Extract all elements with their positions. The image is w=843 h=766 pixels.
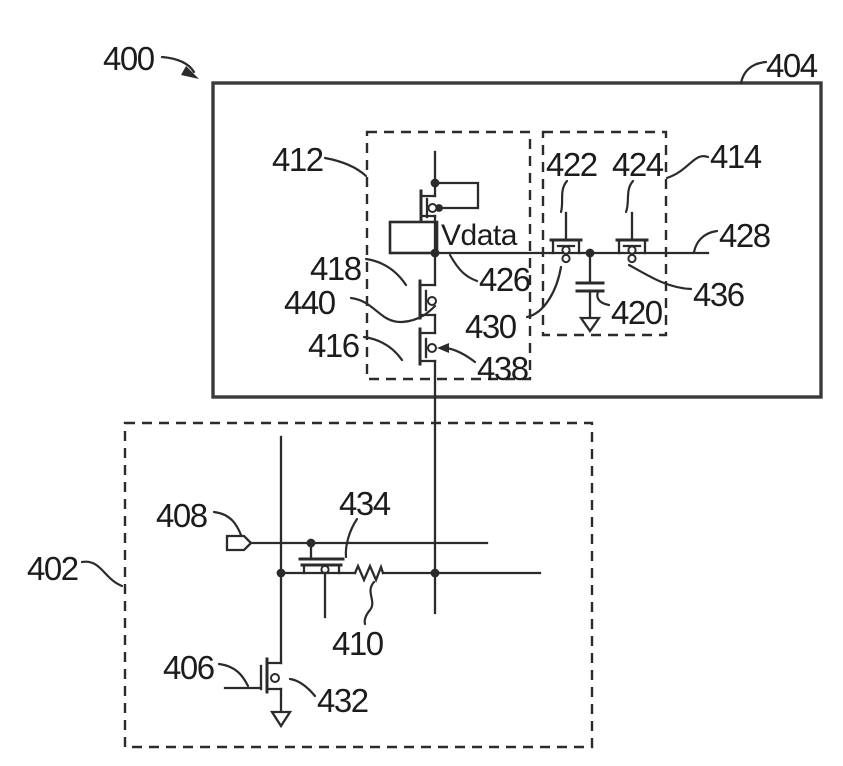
ref-label-400: 400 <box>103 40 155 77</box>
ref-label-434: 434 <box>339 485 391 522</box>
vdata-label: Vdata <box>441 219 518 252</box>
leader-412 <box>323 156 368 178</box>
leader-440 <box>349 296 437 324</box>
ref-label-428: 428 <box>719 217 770 254</box>
leader-414 <box>665 155 710 180</box>
leader-438 <box>444 346 477 364</box>
ref-label-402: 402 <box>27 550 78 587</box>
t422-gate-bubble-lower <box>561 253 571 264</box>
arrowhead-438 <box>437 343 449 353</box>
ref-label-414: 414 <box>710 138 762 175</box>
dashed-box-414 <box>541 130 668 337</box>
ref-label-420: 420 <box>611 294 663 331</box>
leader-436 <box>627 263 693 291</box>
t1-gate-bubble <box>427 203 438 213</box>
vdata-source-box <box>388 220 439 255</box>
wire-gate-loop <box>433 181 480 210</box>
ref-label-422: 422 <box>546 146 597 183</box>
arrowhead-400 <box>181 66 199 79</box>
driver-block-box-404 <box>211 81 823 399</box>
leader-410 <box>363 580 376 626</box>
leader-422 <box>559 179 569 214</box>
leader-404 <box>739 60 768 85</box>
ref-label-440: 440 <box>284 284 336 321</box>
leader-408 <box>212 510 243 537</box>
leader-430 <box>525 265 563 319</box>
leader-406 <box>217 662 250 688</box>
leader-400 <box>160 55 196 74</box>
leader-424 <box>624 179 635 214</box>
t422-gate-bubble-upper <box>561 245 571 255</box>
leader-432 <box>288 677 317 698</box>
leader-428 <box>692 229 719 254</box>
ground-symbol-cap <box>578 316 602 334</box>
junction-dot-node-left <box>276 568 286 578</box>
ref-label-426: 426 <box>479 261 530 298</box>
t424-gate-bubble-upper <box>627 245 637 255</box>
t406-backgate-bubble <box>270 673 280 683</box>
ref-label-412: 412 <box>272 141 323 178</box>
leader-418 <box>364 257 408 287</box>
t416-gate-bubble <box>427 343 437 353</box>
dashed-box-402-pixel <box>123 421 594 749</box>
ref-label-410: 410 <box>332 625 384 662</box>
ref-label-424: 424 <box>612 146 664 183</box>
t418-gate-bubble <box>427 296 437 306</box>
resistor-410-zigzag <box>353 563 385 584</box>
leader-434 <box>344 517 359 559</box>
ref-label-432: 432 <box>317 682 368 719</box>
ref-label-438: 438 <box>477 350 528 387</box>
leader-416 <box>362 335 404 362</box>
ref-label-404: 404 <box>766 47 818 84</box>
ref-label-406: 406 <box>163 649 214 686</box>
ref-label-418: 418 <box>310 250 361 287</box>
ref-label-408: 408 <box>156 497 207 534</box>
leader-426 <box>448 253 479 283</box>
ground-symbol-406 <box>269 710 293 729</box>
ref-label-416: 416 <box>308 327 359 364</box>
leader-420 <box>596 290 611 307</box>
ref-label-430: 430 <box>465 308 517 345</box>
ref-label-436: 436 <box>693 276 744 313</box>
junction-dot-top <box>430 178 440 188</box>
t424-gate-bubble-lower <box>627 253 637 264</box>
scan-input-terminal <box>225 534 253 552</box>
leader-402 <box>80 560 124 588</box>
